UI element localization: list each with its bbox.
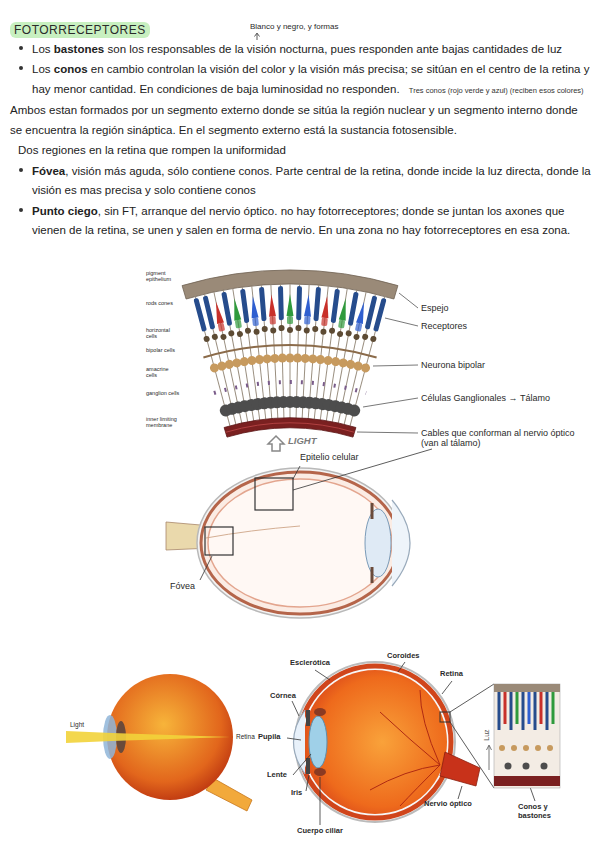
margin-note: Tres conos (rojo verde y azul) (reciben … <box>409 86 584 95</box>
part-label: Lente <box>267 771 287 780</box>
part-label: Epitelio celular <box>300 452 359 462</box>
title: FOTORRECEPTORES <box>10 22 150 38</box>
body-text: Los <box>32 63 51 75</box>
part-label: amacrine cells <box>146 366 180 379</box>
eye-section <box>166 449 432 618</box>
text-paragraph: Losconosen cambio controlan la visión de… <box>10 59 592 99</box>
bold-term: conos <box>54 63 88 75</box>
part-label: Luz <box>483 729 491 740</box>
part-label: LIGHT <box>288 436 317 447</box>
retina-layers <box>182 270 418 451</box>
margin-note: Blanco y negro, y formas <box>250 22 338 31</box>
bold-term: bastones <box>54 43 105 55</box>
text-paragraph: Fóvea, visión más aguda, sólo contiene c… <box>10 161 592 200</box>
bold-term: Punto ciego <box>32 205 98 217</box>
part-label: Receptores <box>421 321 467 331</box>
body-text: Los <box>32 43 51 55</box>
part-label: Conos y bastones <box>518 803 568 820</box>
retina-strip <box>487 684 561 788</box>
text-paragraph: Dos regiones en la retina que rompen la … <box>10 140 592 159</box>
part-label: Light <box>70 721 84 728</box>
body-text: son los responsables de la visión noctur… <box>107 43 562 55</box>
note-arrow <box>255 33 260 40</box>
part-label: horizontal cells <box>146 327 180 340</box>
part-label: Pupila <box>258 733 281 742</box>
eye-side <box>66 674 252 811</box>
text-paragraph: Ambos estan formados por un segmento ext… <box>10 100 592 139</box>
body-text: , sin FT, arranque del nervio óptico. no… <box>32 205 570 236</box>
text-paragraph: Punto ciego, sin FT, arranque del nervio… <box>10 201 592 240</box>
part-label: Esclerótica <box>290 659 330 668</box>
part-label: Retina <box>440 670 463 679</box>
part-label: Células Ganglionales → Tálamo <box>421 393 550 403</box>
part-label: Neurona bipolar <box>421 360 485 370</box>
bold-term: Fóvea <box>32 165 65 177</box>
part-label: Espejo <box>421 303 449 313</box>
part-label: Retina <box>236 733 255 740</box>
text-paragraph: Losbastonesson los responsables de la vi… <box>10 39 592 58</box>
part-label: bipolar cells <box>146 347 180 353</box>
body-text: Dos regiones en la retina que rompen la … <box>18 144 286 156</box>
part-label: pigment epithelium <box>146 270 182 283</box>
part-label: ganglion cells <box>146 390 180 396</box>
part-label: Nervio óptico <box>424 800 472 809</box>
part-label: Coroides <box>387 652 420 661</box>
part-label: rods cones <box>146 300 176 306</box>
part-label: Fóvea <box>170 581 195 591</box>
body-text: Ambos estan formados por un segmento ext… <box>10 104 578 135</box>
part-label: Córnea <box>270 692 296 701</box>
part-label: Cables que conforman al nervio óptico (v… <box>421 428 593 449</box>
part-label: inner limiting membrane <box>146 416 182 429</box>
part-label: Iris <box>291 789 302 798</box>
part-label: Cuerpo ciliar <box>297 827 343 836</box>
notes-text: FOTORRECEPTORESLosbastonesson los respon… <box>10 20 592 240</box>
body-text: , visión más aguda, sólo contiene conos.… <box>32 165 591 196</box>
